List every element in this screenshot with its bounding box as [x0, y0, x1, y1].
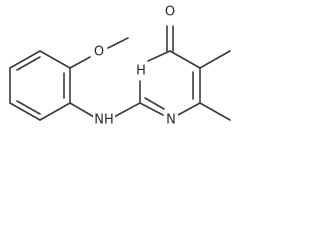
- methoxy-oxygen-mask: [92, 44, 106, 60]
- aryl-nh-bond: [69, 102, 95, 118]
- benzene-double-1: [16, 56, 41, 71]
- bond-layer: [9, 25, 231, 121]
- aryl-o-bond: [69, 56, 91, 69]
- n1-c2-double: [144, 97, 165, 110]
- n3-c4-bond: [147, 50, 171, 62]
- amine-nh-label: NH: [94, 113, 114, 128]
- nh-c2-bond: [113, 102, 141, 118]
- o-methyl-bond: [107, 37, 129, 49]
- ring-nh-label: H: [136, 64, 146, 79]
- ring-n-mask: [164, 112, 178, 128]
- ring-n-label: N: [166, 113, 176, 128]
- n1-c2-bond: [139, 102, 164, 116]
- c4-c5-bond: [169, 50, 201, 69]
- amine-nh-mask: [93, 112, 115, 128]
- atom-labels: O NH O H N: [92, 4, 178, 128]
- ring-nh-mask: [132, 63, 150, 79]
- chemical-structure: O NH O H N: [9, 4, 231, 128]
- benzene-bond-1: [9, 50, 41, 69]
- benzene-bond-5: [9, 102, 41, 121]
- methoxy-oxygen-label: O: [94, 45, 104, 60]
- c5-methyl-bond: [199, 50, 231, 69]
- benzene-double-3: [16, 100, 41, 115]
- c6-methyl-bond: [199, 102, 231, 121]
- benzene-bond-2: [39, 50, 71, 69]
- c6-n1-bond: [177, 102, 201, 116]
- benzene-bond-4: [39, 102, 71, 121]
- carbonyl-oxygen-label: O: [165, 5, 175, 20]
- carbonyl-oxygen-mask: [163, 4, 177, 20]
